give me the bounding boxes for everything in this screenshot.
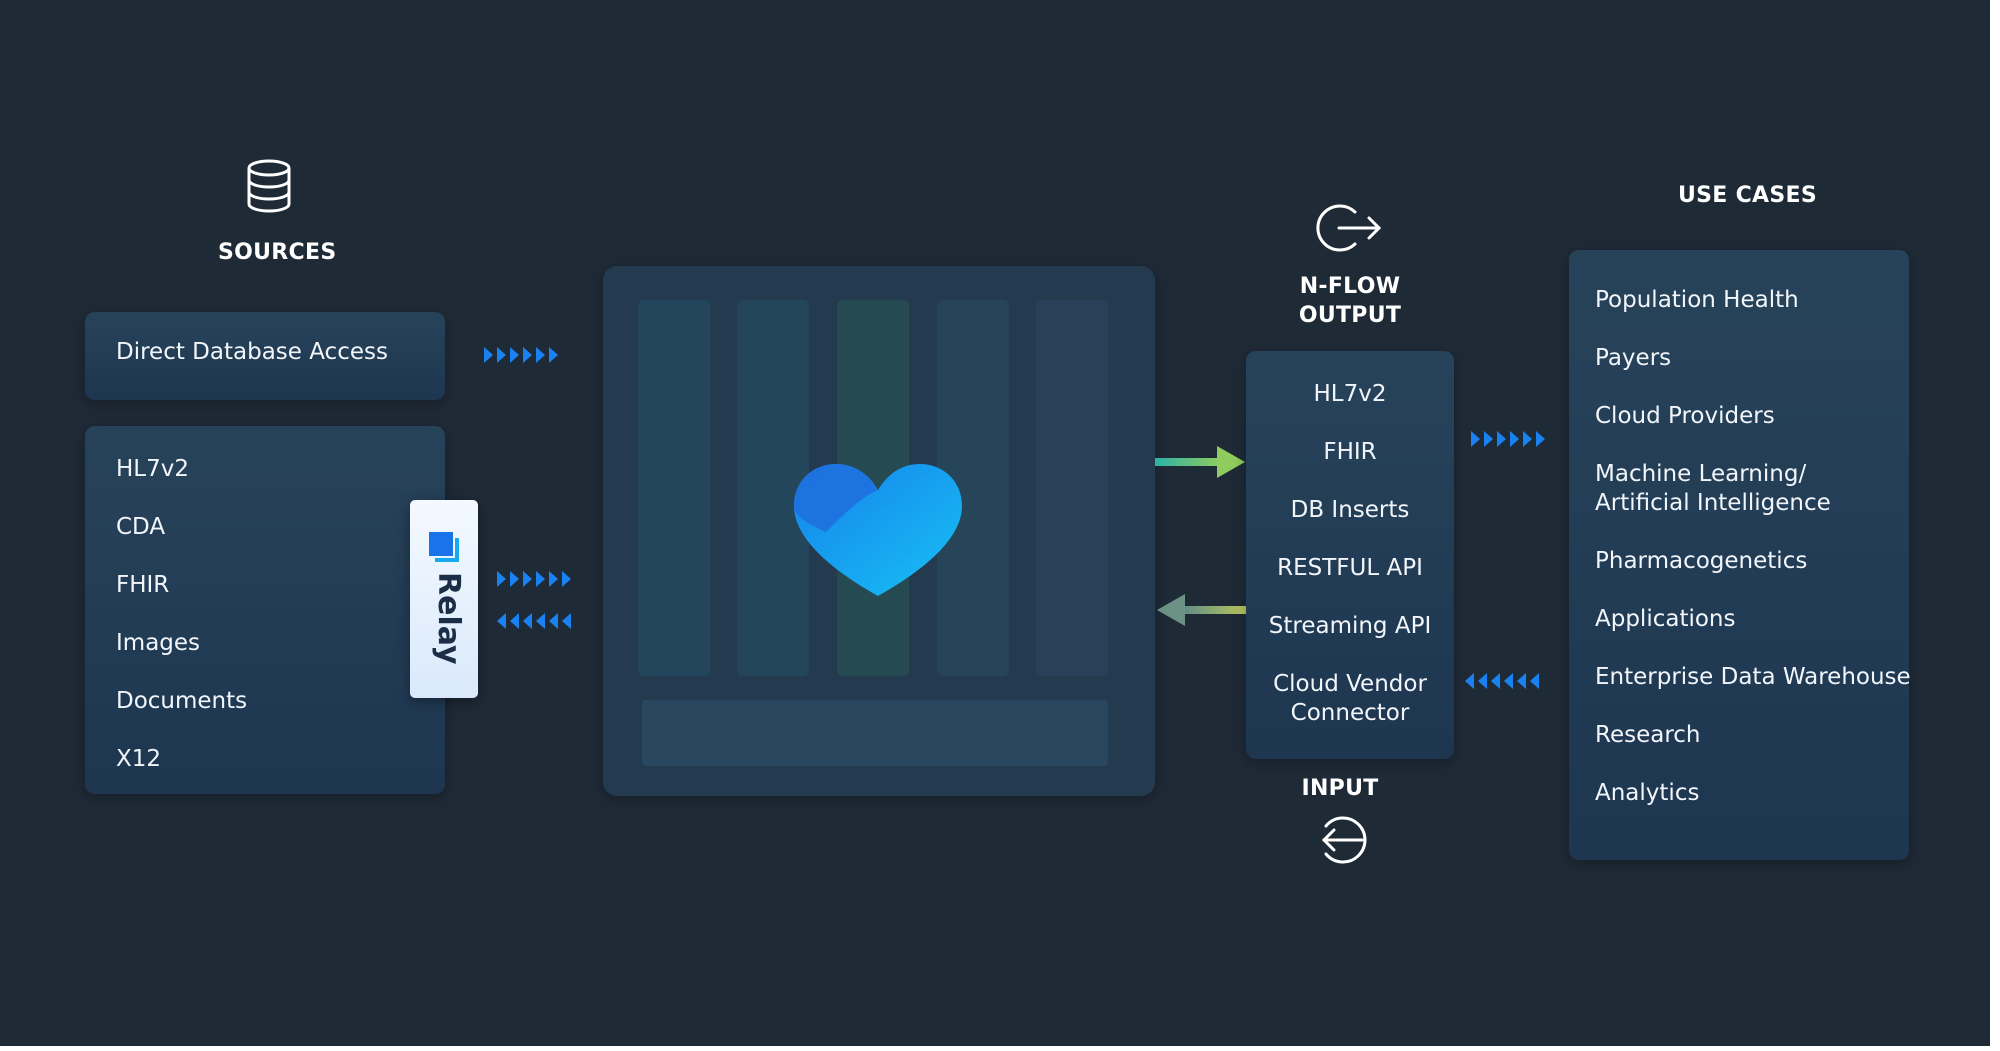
chevron-right-icon <box>549 347 558 363</box>
use-case-item: Payers <box>1595 345 1672 371</box>
nflow-item: Streaming API <box>1268 613 1432 639</box>
nflow-input-title: INPUT <box>1301 776 1379 801</box>
chevron-right-icon <box>1471 431 1480 447</box>
nflow-item-cloud-vendor-line1: Cloud Vendor <box>1273 671 1427 697</box>
chevron-right-icon <box>536 571 545 587</box>
arrow-right-icon <box>1155 446 1245 478</box>
sign-in-icon <box>1321 816 1367 864</box>
chevron-left-icon <box>523 613 532 629</box>
chevron-right-icon <box>510 571 519 587</box>
relay-card: Relay <box>410 500 478 698</box>
chevron-right-icon <box>523 347 532 363</box>
relay-label: Relay <box>431 572 466 665</box>
chevron-left-icon <box>1504 673 1513 689</box>
source-direct-database-access: Direct Database Access <box>116 339 388 365</box>
source-item: CDA <box>116 514 166 540</box>
chevron-right-icon <box>1484 431 1493 447</box>
sign-out-icon <box>1316 204 1382 252</box>
heart-logo-icon <box>794 464 962 596</box>
arrows-nflow-to-usecases <box>1471 431 1545 447</box>
nflow-item: DB Inserts <box>1290 497 1410 523</box>
engine-column <box>1036 300 1108 676</box>
chevron-right-icon <box>1536 431 1545 447</box>
arrows-usecases-to-nflow <box>1465 673 1539 689</box>
use-case-item: Applications <box>1595 606 1736 632</box>
use-cases-title: USE CASES <box>1678 183 1817 208</box>
chevron-right-icon <box>549 571 558 587</box>
chevron-left-icon <box>562 613 571 629</box>
chevron-right-icon <box>523 571 532 587</box>
use-case-item: Research <box>1595 722 1701 748</box>
nflow-panel <box>1246 351 1454 759</box>
arrow-left-icon <box>1157 594 1247 626</box>
direct-access-panel <box>85 312 445 400</box>
database-icon <box>247 159 291 213</box>
use-case-item: Enterprise Data Warehouse <box>1595 664 1911 690</box>
engine-column <box>638 300 710 676</box>
arrows-engine-to-relay <box>497 613 571 629</box>
nflow-output-title-line2: OUTPUT <box>1298 303 1402 328</box>
use-case-item: Population Health <box>1595 287 1799 313</box>
chevron-left-icon <box>549 613 558 629</box>
chevron-left-icon <box>536 613 545 629</box>
chevron-right-icon <box>1523 431 1532 447</box>
use-cases-panel <box>1569 250 1909 860</box>
chevron-right-icon <box>562 571 571 587</box>
use-case-item: Cloud Providers <box>1595 403 1775 429</box>
nflow-item-cloud-vendor-line2: Connector <box>1290 700 1410 726</box>
chevron-right-icon <box>497 347 506 363</box>
relay-logo-icon <box>429 532 459 562</box>
nflow-item: HL7v2 <box>1313 381 1387 407</box>
source-item: HL7v2 <box>116 456 189 482</box>
chevron-left-icon <box>1465 673 1474 689</box>
nflow-output-title-line1: N-FLOW <box>1299 274 1401 299</box>
nflow-item: FHIR <box>1323 439 1377 465</box>
chevron-right-icon <box>536 347 545 363</box>
use-case-ml-line2: Artificial Intelligence <box>1595 490 1831 516</box>
chevron-left-icon <box>1478 673 1487 689</box>
use-case-item: Analytics <box>1595 780 1700 806</box>
use-case-item: Pharmacogenetics <box>1595 548 1808 574</box>
source-item: X12 <box>116 746 162 772</box>
chevron-right-icon <box>497 571 506 587</box>
arrows-direct-to-engine <box>484 347 558 363</box>
nflow-item: RESTFUL API <box>1277 555 1423 581</box>
source-item: Images <box>116 630 201 656</box>
chevron-left-icon <box>510 613 519 629</box>
arrows-relay-to-engine <box>497 571 571 587</box>
chevron-left-icon <box>1517 673 1526 689</box>
chevron-left-icon <box>497 613 506 629</box>
chevron-right-icon <box>1497 431 1506 447</box>
use-case-ml-line1: Machine Learning/ <box>1595 461 1807 487</box>
source-item: FHIR <box>116 572 170 598</box>
chevron-right-icon <box>484 347 493 363</box>
chevron-right-icon <box>1510 431 1519 447</box>
engine-base-bar <box>642 700 1108 766</box>
chevron-left-icon <box>1491 673 1500 689</box>
chevron-right-icon <box>510 347 519 363</box>
chevron-left-icon <box>1530 673 1539 689</box>
engine-column <box>737 300 809 676</box>
sources-title: SOURCES <box>218 240 337 265</box>
sources-panel <box>85 426 445 794</box>
source-item: Documents <box>116 688 248 714</box>
